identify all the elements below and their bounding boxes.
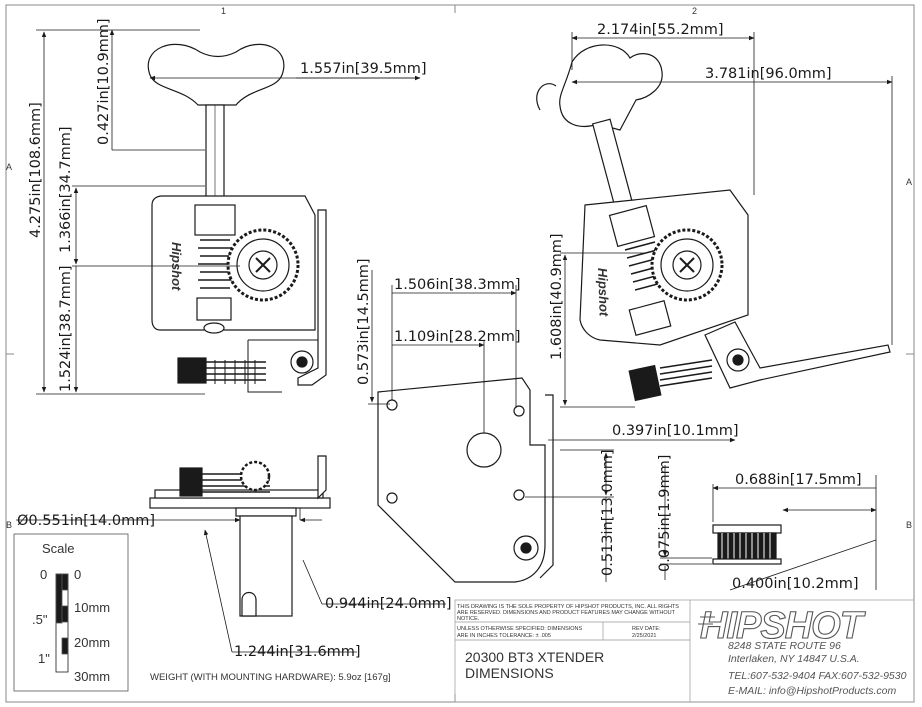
dim-hole-span-1: 1.506in[38.3mm] (394, 277, 521, 293)
tuner-angled-view (536, 44, 891, 402)
rev-date: 2/25/2021 (632, 633, 656, 639)
side-dimension-lines (16, 508, 446, 653)
dim-hole-span-2: 1.109in[28.2mm] (394, 329, 521, 345)
zone-row-b-right: B (906, 520, 912, 530)
angled-brand-mark: Hipshot (595, 268, 612, 318)
phone-fax: TEL:607-532-9404 FAX:607-532-9530 (728, 670, 907, 682)
scale-mm-0: 0 (74, 567, 81, 582)
angled-dimension-lines (548, 32, 893, 443)
hipshot-logo: HIPSHOT (698, 604, 867, 648)
scale-mm-20: 20mm (74, 635, 110, 650)
dim-post-length-1: 0.944in[24.0mm] (325, 596, 452, 612)
dim-top-knob-width: 1.557in[39.5mm] (300, 61, 427, 77)
email: E-MAIL: info@HipshotProducts.com (728, 685, 896, 697)
sheet-frame (5, 4, 915, 703)
dim-knob-to-post: 1.366in[34.7mm] (58, 126, 74, 253)
dim-overall-height: 4.275in[108.6mm] (28, 102, 44, 238)
notice-line-3: NOTICE. (457, 616, 480, 622)
weight-note: WEIGHT (WITH MOUNTING HARDWARE): 5.9oz [… (150, 672, 391, 683)
zone-row-b: B (6, 520, 12, 530)
dim-angled-overall: 3.781in[96.0mm] (705, 66, 832, 82)
scale-mm-30: 30mm (74, 669, 110, 684)
svg-text:HIPSHOT: HIPSHOT (700, 605, 866, 647)
front-brand-mark: Hipshot (169, 242, 184, 291)
bushing-dimension-lines (660, 465, 877, 591)
tuner-side-view (149, 455, 331, 617)
part-title-line-2: DIMENSIONS (465, 665, 554, 681)
dim-bushing-flange: 0.075in[1.9mm] (657, 455, 673, 572)
zone-col-2: 2 (692, 6, 697, 16)
dim-post-to-bottom: 1.524in[38.7mm] (58, 265, 74, 392)
dim-post-diameter: Ø0.551in[14.0mm] (17, 513, 155, 529)
rev-label: REV DATE: (632, 626, 661, 632)
dim-hole-vertical: 0.573in[14.5mm] (356, 258, 372, 385)
scale-in-1: 1" (38, 651, 50, 666)
part-title-line-1: 20300 BT3 XTENDER (465, 649, 604, 665)
address-line-2: Interlaken, NY 14847 U.S.A. (728, 653, 860, 665)
dim-bushing-body: 0.400in[10.2mm] (732, 576, 859, 592)
scale-title: Scale (42, 541, 75, 556)
zone-row-a-right: A (906, 177, 912, 187)
scale-box (13, 533, 129, 692)
bushing-view (712, 524, 782, 565)
tolerance-line-2: ARE IN INCHES TOLERANCE: ± .005 (457, 633, 551, 639)
title-block (454, 599, 915, 703)
address-line-1: 8248 STATE ROUTE 96 (728, 640, 841, 652)
tolerance-line-1: UNLESS OTHERWISE SPECIFIED: DIMENSIONS (457, 626, 583, 632)
dim-bushing-width: 0.688in[17.5mm] (735, 472, 862, 488)
notice-line-1: THIS DRAWING IS THE SOLE PROPERTY OF HIP… (457, 604, 679, 610)
zone-row-a: A (6, 162, 12, 172)
dim-angled-width: 2.174in[55.2mm] (597, 22, 724, 38)
scale-in-0: 0 (40, 567, 47, 582)
notice-line-2: ARE RESERVED. DIMENSIONS AND PRODUCT FEA… (457, 610, 676, 616)
plate-dimension-lines (368, 270, 614, 582)
mounting-plate-view (377, 377, 554, 583)
dim-post-length-2: 1.244in[31.6mm] (234, 644, 361, 660)
dim-angled-height: 1.608in[40.9mm] (549, 233, 565, 360)
dim-knob-offset: 0.427in[10.9mm] (96, 18, 112, 145)
scale-mm-10: 10mm (74, 600, 110, 615)
dim-hole-spacing: 0.513in[13.0mm] (600, 449, 616, 576)
front-dimension-lines (36, 29, 421, 395)
zone-col-1: 1 (221, 6, 226, 16)
dim-angled-offset: 0.397in[10.1mm] (612, 423, 739, 439)
scale-in-half: .5" (32, 612, 48, 627)
tuner-front-view (147, 43, 327, 393)
